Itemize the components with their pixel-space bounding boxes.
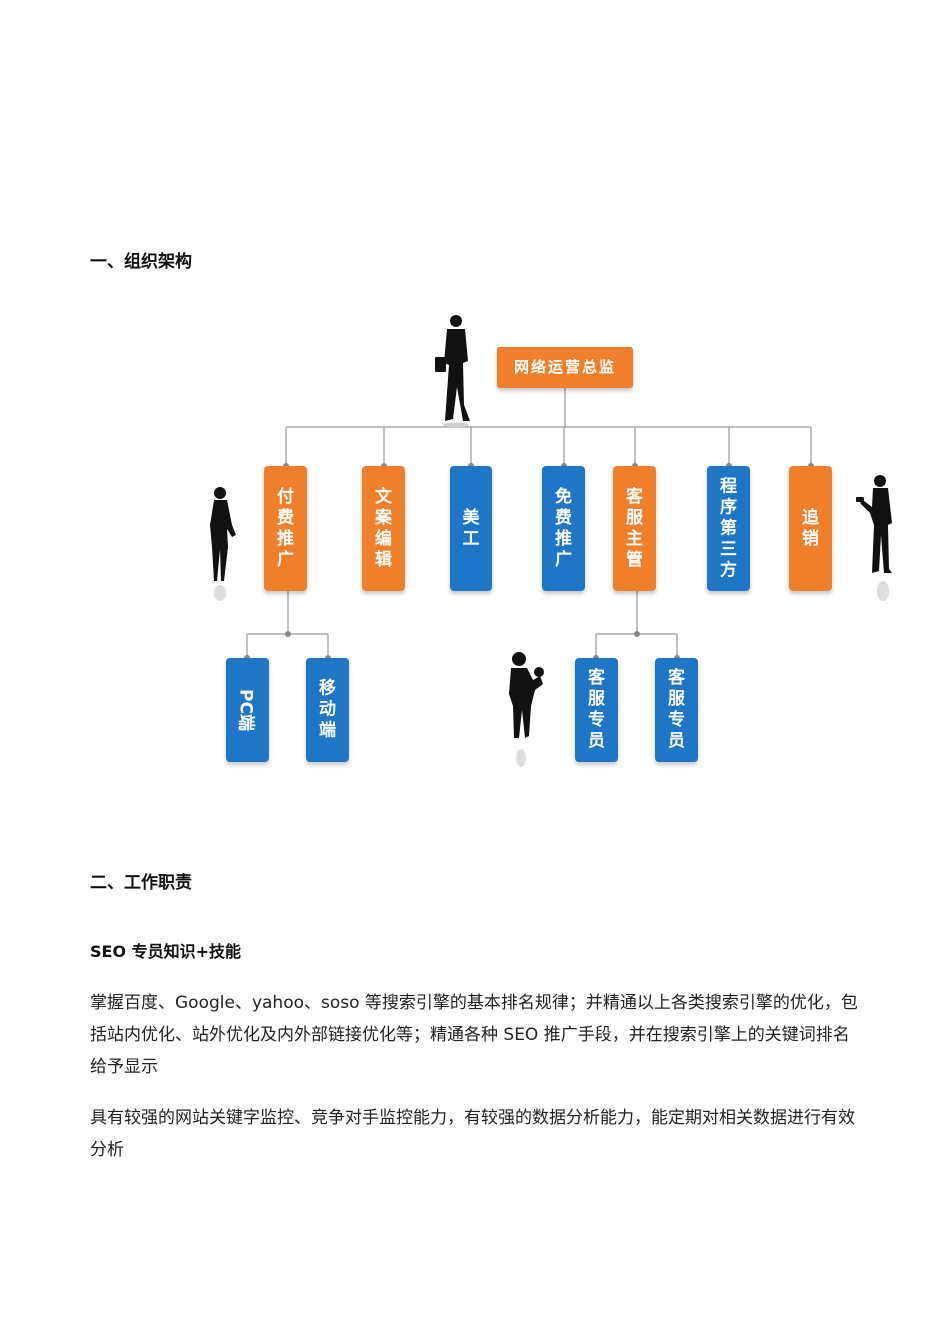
org-box-service-staff-2: 客服专员 xyxy=(655,658,698,762)
org-box-copywriting: 文案编辑 xyxy=(362,466,405,591)
section-title-org: 一、组织架构 xyxy=(90,252,192,272)
org-box-label: 免费推广 xyxy=(555,486,572,570)
org-box-service-staff-1: 客服专员 xyxy=(575,658,618,762)
org-box-design: 美工 xyxy=(450,466,492,591)
presenter-silhouette-icon xyxy=(856,475,892,601)
org-box-label: PC端 xyxy=(235,689,255,731)
org-root-box: 网络运营总监 xyxy=(497,347,633,388)
org-chart-connectors xyxy=(244,388,814,661)
org-box-follow-up-sales: 追销 xyxy=(789,466,832,591)
org-box-service-lead: 客服主管 xyxy=(613,466,656,591)
org-box-label: 客服专员 xyxy=(668,668,685,751)
org-box-label: 美工 xyxy=(462,507,480,549)
section-title-duties: 二、工作职责 xyxy=(90,873,192,893)
org-box-label: 程序第三方 xyxy=(720,476,737,580)
org-box-mobile: 移动端 xyxy=(306,658,349,762)
businessman-silhouette-icon xyxy=(435,315,470,428)
org-box-label: 追销 xyxy=(802,507,819,549)
org-box-label: 客服专员 xyxy=(588,668,605,751)
woman-silhouette-icon xyxy=(210,487,236,601)
org-box-label: 文案编辑 xyxy=(375,486,392,570)
woman-with-flowers-silhouette-icon xyxy=(509,652,544,767)
org-box-pc: PC端 xyxy=(226,658,269,762)
org-box-third-party: 程序第三方 xyxy=(707,466,750,591)
paragraph-seo-knowledge: 掌握百度、Google、yahoo、soso 等搜索引擎的基本排名规律；并精通以… xyxy=(90,993,858,1077)
org-chart: 网络运营总监 付费推广 文案编辑 美工 免费推广 客服主管 程序第三方 追销 P… xyxy=(0,295,950,785)
paragraph-seo-monitoring: 具有较强的网站关键字监控、竞争对手监控能力，有较强的数据分析能力，能定期对相关数… xyxy=(90,1108,855,1160)
section-subtitle-seo: SEO 专员知识+技能 xyxy=(90,942,242,961)
org-box-label: 客服主管 xyxy=(626,486,643,570)
org-box-label: 移动端 xyxy=(319,678,336,741)
org-box-paid-promotion: 付费推广 xyxy=(264,466,307,591)
org-box-label: 付费推广 xyxy=(277,486,294,570)
org-box-free-promotion: 免费推广 xyxy=(542,466,585,591)
